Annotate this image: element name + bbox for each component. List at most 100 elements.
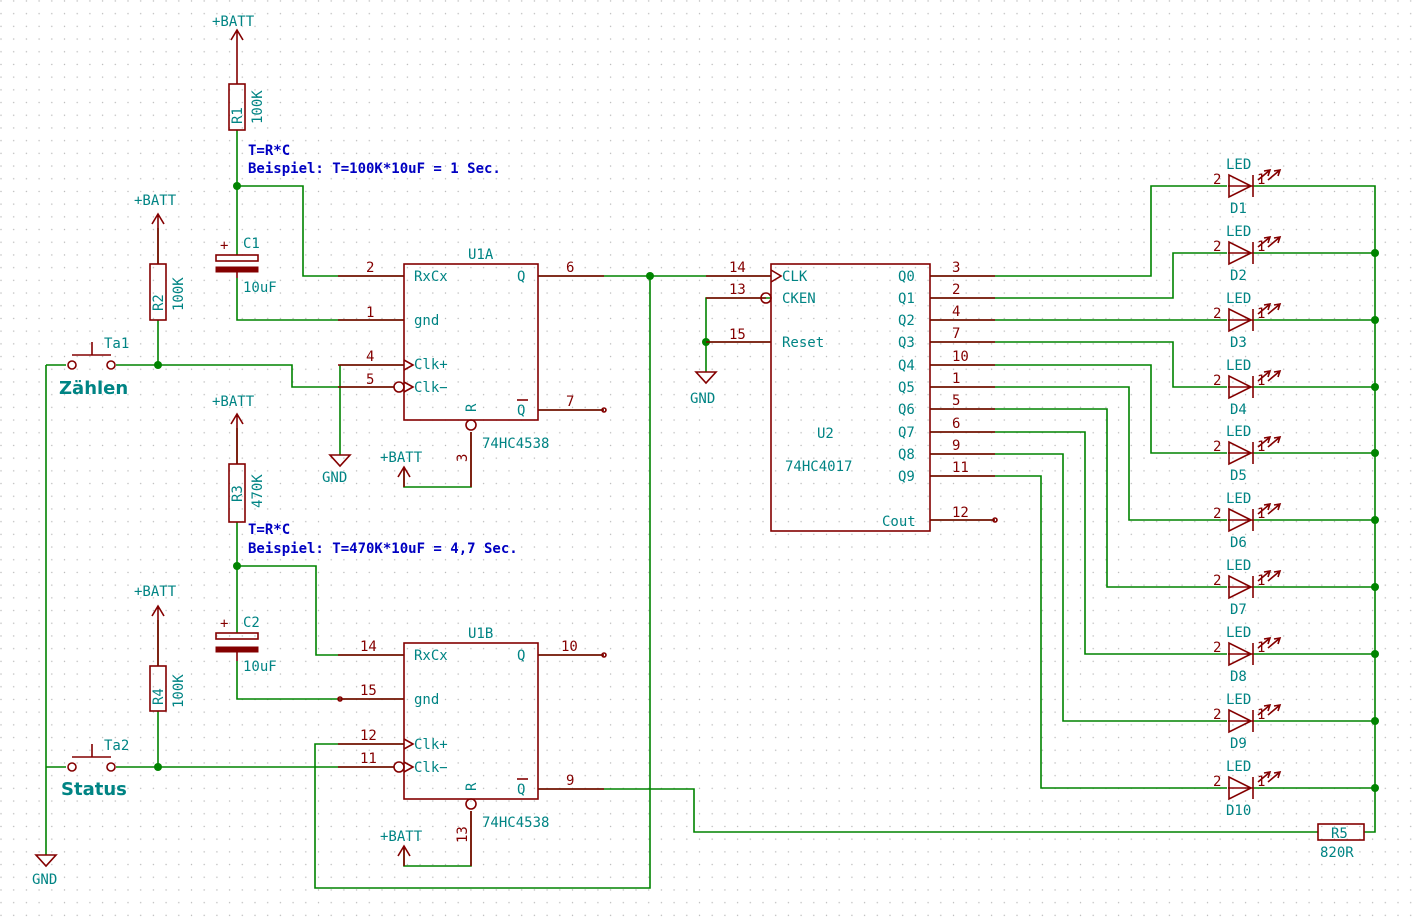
ic-u1a: U1A 74HC4538 RxCx 2 gnd 1 Clk+ 4 Clk− 5 … — [338, 247, 607, 487]
r2-value: 100K — [171, 277, 187, 311]
ta1-label: Zählen — [59, 378, 128, 399]
batt-label-r3: +BATT — [212, 394, 255, 410]
led-anode-num: 2 — [1213, 373, 1221, 389]
led-d2: LED D2 2 1 — [1213, 224, 1282, 284]
c2-ref: C2 — [243, 615, 260, 631]
gnd-symbol-main — [34, 854, 58, 868]
u2-output-pin-name: Q2 — [898, 313, 915, 329]
u2-output-pin-num: 10 — [952, 349, 969, 365]
r4-value: 100K — [171, 674, 187, 708]
u2-output-pin-name: Q7 — [898, 425, 915, 441]
led-value: LED — [1226, 491, 1251, 507]
led-cathode-num: 1 — [1257, 707, 1265, 723]
pushbutton-ta2: Ta2 Status — [61, 738, 129, 800]
led-value: LED — [1226, 692, 1251, 708]
pushbutton-ta1: Ta1 Zählen — [59, 336, 129, 399]
led-cathode-num: 1 — [1257, 172, 1265, 188]
u2-output-pin-name: Q9 — [898, 469, 915, 485]
capacitor-c1: + C1 10uF — [215, 236, 277, 296]
u2-pin-cout-num: 12 — [952, 505, 969, 521]
u1b-pin-r: R — [464, 782, 480, 791]
gnd-symbol-u1a — [328, 454, 352, 468]
u2-output-pin-name: Q0 — [898, 269, 915, 285]
u1b-pin-clkp-num: 12 — [360, 728, 377, 744]
led-value: LED — [1226, 291, 1251, 307]
u1b-ref: U1B — [468, 626, 493, 642]
u1a-pin-q: Q — [517, 269, 525, 285]
u1b-pin-clkm: Clk− — [414, 760, 448, 776]
ic-u1b: U1B 74HC4538 RxCx 14 gnd 15 Clk+ 12 Clk−… — [337, 626, 607, 866]
led-anode-num: 2 — [1213, 239, 1221, 255]
u2-output-pin-num: 7 — [952, 326, 960, 342]
u2-output-pin-num: 1 — [952, 371, 960, 387]
u2-output-pin-name: Q4 — [898, 358, 915, 374]
ic-u2: U2 74HC4017 CLK 14 CKEN 13 Reset 15 Cout… — [706, 260, 998, 532]
u1b-pin-rxcx-num: 14 — [360, 639, 377, 655]
u1a-pin-r: R — [464, 403, 480, 412]
u1b-pin-r-num: 13 — [455, 826, 471, 843]
batt-symbol-u1b-r — [397, 844, 411, 866]
gnd-symbol-u2 — [694, 371, 718, 385]
u1b-value: 74HC4538 — [482, 815, 549, 831]
u2-output-pin-num: 6 — [952, 416, 960, 432]
u2-output-pin-num: 3 — [952, 260, 960, 276]
u2-output-pin-num: 2 — [952, 282, 960, 298]
led-anode-num: 2 — [1213, 573, 1221, 589]
u2-pin-reset: Reset — [782, 335, 824, 351]
led-ref: D7 — [1230, 602, 1247, 618]
note2-line1: T=R*C — [248, 522, 290, 538]
u2-pin-clk: CLK — [782, 269, 808, 285]
capacitor-c2: + C2 10uF — [215, 615, 277, 675]
ta1-ref: Ta1 — [104, 336, 129, 352]
led-anode-num: 2 — [1213, 172, 1221, 188]
led-value: LED — [1226, 224, 1251, 240]
u2-ref: U2 — [817, 426, 834, 442]
c1-plus: + — [220, 238, 228, 254]
u2-output-pin-name: Q3 — [898, 335, 915, 351]
resistor-r4: R4 100K — [149, 665, 187, 712]
u2-output-pin-name: Q1 — [898, 291, 915, 307]
u1b-pin-qbar: Q — [517, 782, 525, 798]
resistor-r2: R2 100K — [149, 263, 187, 321]
led-d4: LED D4 2 1 — [1213, 358, 1282, 418]
c2-plus: + — [220, 616, 228, 632]
gnd-label-u1a: GND — [322, 470, 347, 486]
led-ref: D2 — [1230, 268, 1247, 284]
led-anode-num: 2 — [1213, 640, 1221, 656]
u2-value: 74HC4017 — [785, 459, 852, 475]
led-cathode-num: 1 — [1257, 373, 1265, 389]
batt-label-r4: +BATT — [134, 584, 177, 600]
led-value: LED — [1226, 558, 1251, 574]
led-value: LED — [1226, 759, 1251, 775]
led-value: LED — [1226, 358, 1251, 374]
u2-output-pin-name: Q5 — [898, 380, 915, 396]
u2-pin-cken-num: 13 — [729, 282, 746, 298]
note1-line2: Beispiel: T=100K*10uF = 1 Sec. — [248, 161, 501, 177]
led-anode-num: 2 — [1213, 306, 1221, 322]
u2-output-pin-num: 4 — [952, 304, 960, 320]
led-ref: D4 — [1230, 402, 1247, 418]
led-anode-num: 2 — [1213, 707, 1221, 723]
c2-value: 10uF — [243, 659, 277, 675]
u1b-pin-clkp: Clk+ — [414, 737, 448, 753]
resistor-r5: R5 820R — [1317, 823, 1365, 861]
led-cathode-num: 1 — [1257, 774, 1265, 790]
u2-pin-clk-num: 14 — [729, 260, 746, 276]
led-ref: D3 — [1230, 335, 1247, 351]
batt-symbol-u1a-r — [397, 465, 411, 487]
ta2-label: Status — [61, 779, 127, 800]
batt-label-r2: +BATT — [134, 193, 177, 209]
led-value: LED — [1226, 625, 1251, 641]
led-ref: D5 — [1230, 468, 1247, 484]
led-cathode-num: 1 — [1257, 239, 1265, 255]
batt-symbol-r2 — [151, 212, 165, 264]
u1b-pin-gnd: gnd — [414, 692, 439, 708]
